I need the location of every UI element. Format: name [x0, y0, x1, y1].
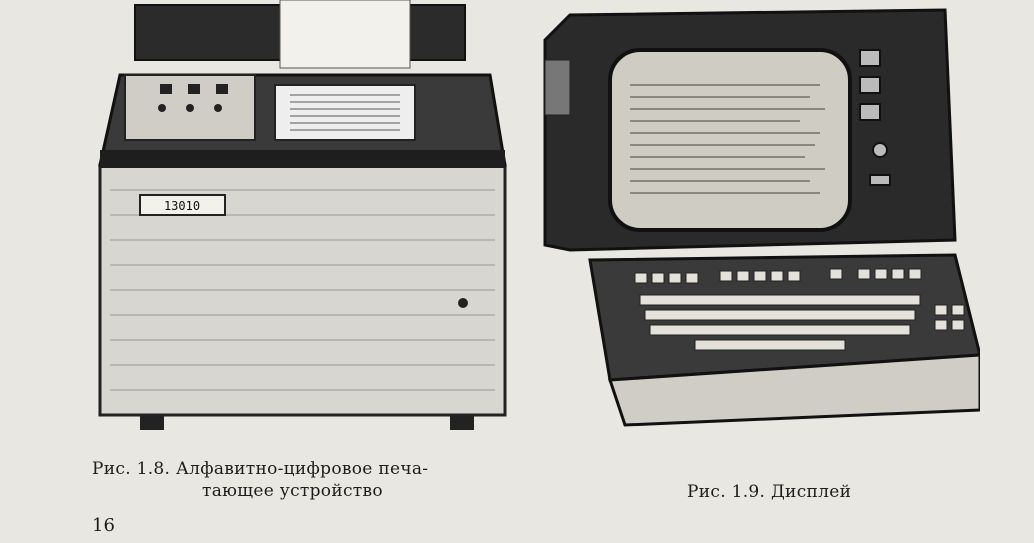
figure-1-8-caption-line1: Рис. 1.8. Алфавитно-цифровое печа-	[92, 459, 429, 479]
display-terminal-illustration	[543, 8, 980, 427]
toggle-switch-3	[214, 104, 222, 112]
page-number: 16	[92, 515, 115, 536]
print-window	[274, 84, 416, 141]
counter-window	[139, 194, 226, 216]
printer-illustration: 13010	[98, 0, 507, 430]
toggle-switch-1	[158, 104, 166, 112]
paper-sheet	[279, 0, 411, 69]
printer-shelf-edge	[100, 150, 505, 168]
crt-screen	[608, 48, 852, 232]
figure-1-9-caption: Рис. 1.9. Дисплей	[687, 482, 852, 502]
vent-grill	[544, 59, 571, 116]
panel-button-1	[160, 84, 172, 94]
side-button-3	[859, 103, 881, 121]
figure-1-8-caption-line2: тающее устройство	[202, 481, 383, 501]
brightness-knob	[872, 142, 888, 158]
keyboard-keys	[634, 268, 965, 351]
panel-button-3	[216, 84, 228, 94]
toggle-switch-2	[186, 104, 194, 112]
space-bar	[694, 339, 846, 351]
keyboard-base	[607, 353, 980, 427]
side-button-1	[859, 49, 881, 67]
side-button-2	[859, 76, 881, 94]
cabinet-lock	[458, 298, 468, 308]
panel-button-2	[188, 84, 200, 94]
power-switch	[869, 174, 891, 186]
counter-display: 13010	[164, 199, 200, 213]
